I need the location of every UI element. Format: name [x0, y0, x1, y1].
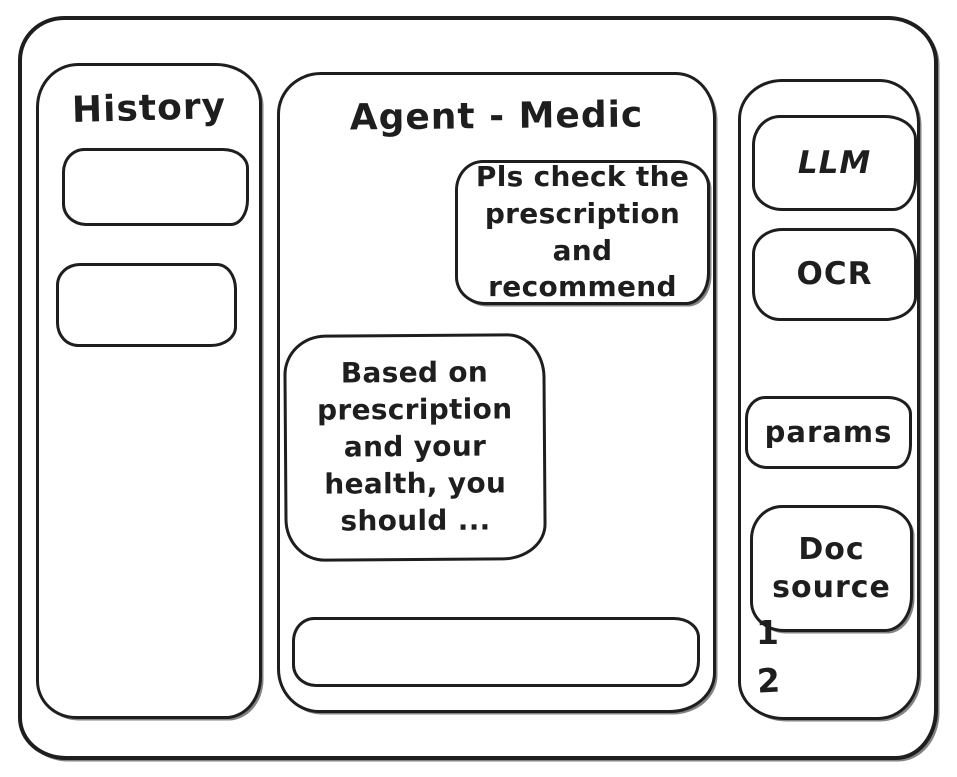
llm-button[interactable]: LLM — [752, 115, 917, 211]
assistant-message-bubble: Based on prescription and your health, y… — [283, 333, 547, 562]
history-item[interactable] — [62, 148, 249, 226]
doc-source-button[interactable]: Doc source — [750, 505, 913, 632]
user-message-bubble: Pls check the prescription and recommend — [455, 160, 710, 305]
history-title: History — [71, 85, 227, 132]
doc-source-item-2[interactable]: 2 — [755, 660, 781, 701]
user-message-text: Pls check the prescription and recommend — [475, 159, 690, 304]
chat-title: Agent - Medic — [349, 94, 644, 139]
params-button[interactable]: params — [745, 396, 912, 469]
ocr-button[interactable]: OCR — [752, 228, 917, 321]
chat-input[interactable] — [292, 617, 700, 687]
history-item[interactable] — [56, 263, 237, 347]
assistant-message-text: Based on prescription and your health, y… — [316, 355, 513, 538]
doc-source-item-1[interactable]: 1 — [756, 613, 779, 652]
